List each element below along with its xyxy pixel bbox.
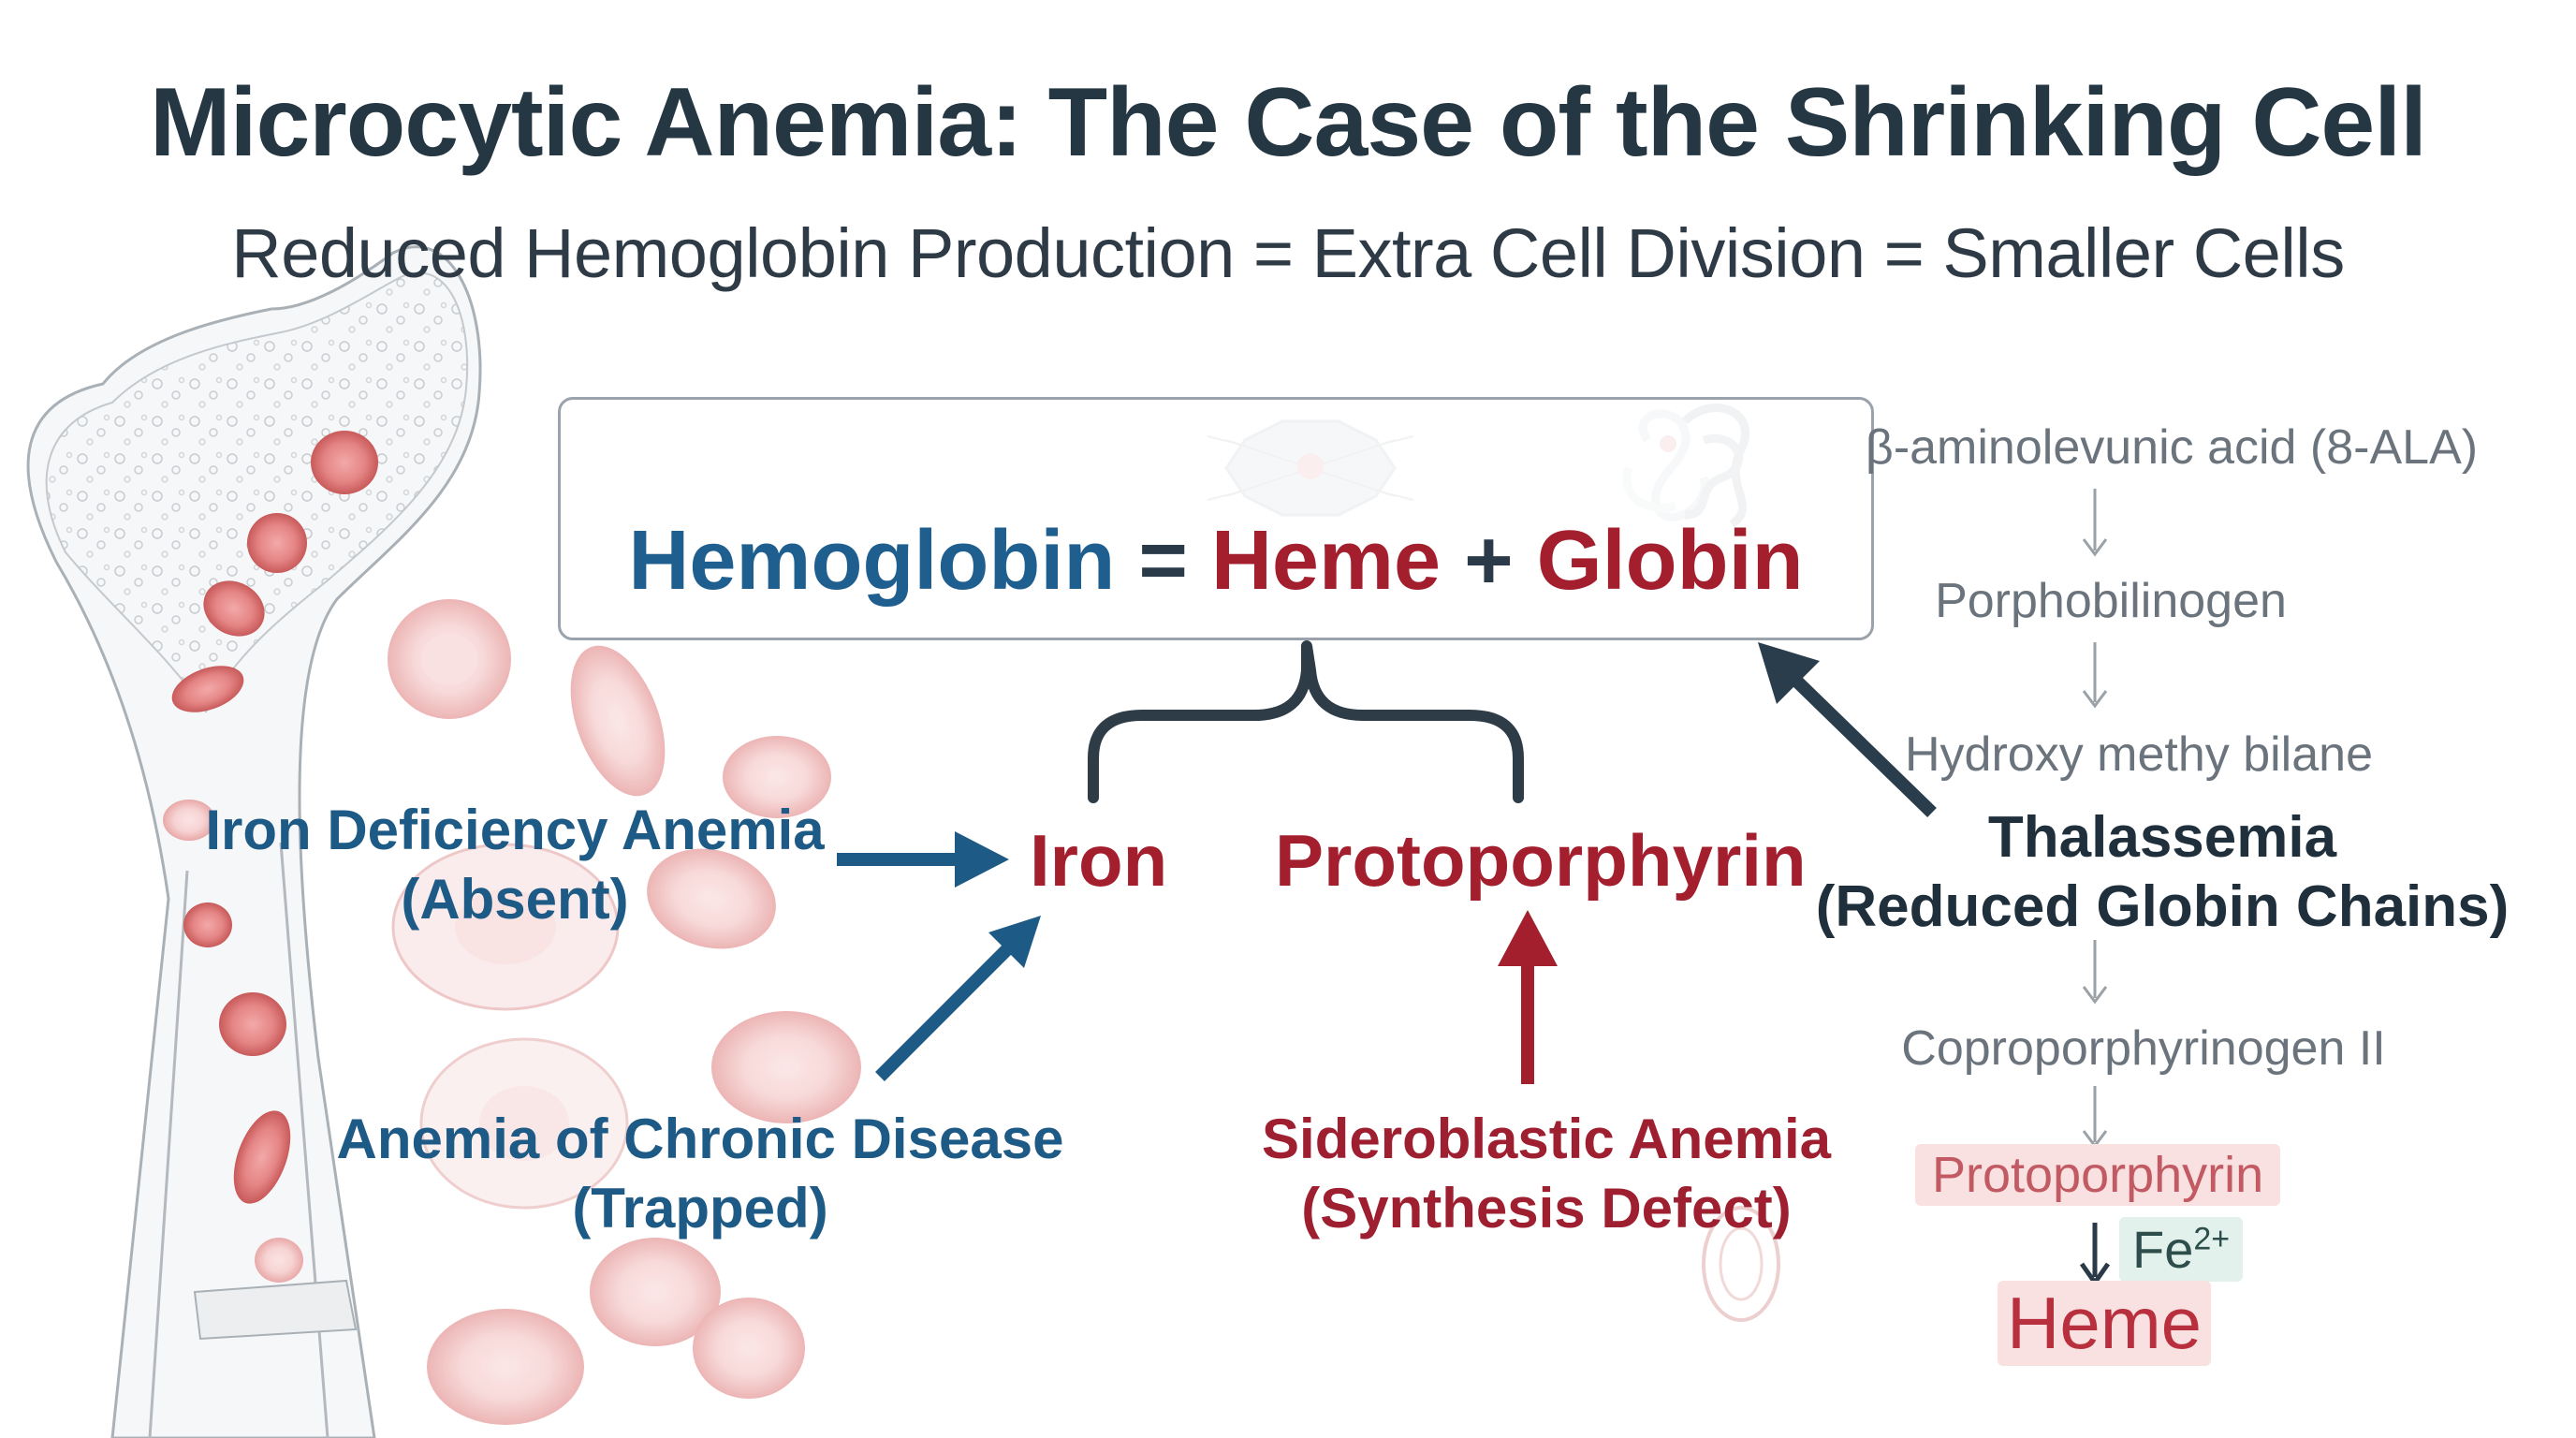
pathway-step-porphobilinogen: Porphobilinogen — [1935, 574, 2287, 628]
anemia-chronic-disease-note: (Trapped) — [572, 1177, 828, 1240]
sideroblastic-anemia-label: Sideroblastic Anemia (Synthesis Defect) — [1237, 1105, 1855, 1243]
page-title: Microcytic Anemia: The Case of the Shrin… — [149, 68, 2427, 177]
sideroblastic-anemia-name: Sideroblastic Anemia — [1262, 1108, 1831, 1170]
hemoglobin-equation: Hemoglobin = Heme + Globin — [558, 513, 1874, 609]
hemoglobin-label: Hemoglobin — [628, 514, 1116, 608]
red-blood-cells — [388, 599, 1780, 1425]
arrow-thalassemia-to-globin — [1758, 642, 1937, 818]
iron-label: Iron — [1030, 819, 1168, 902]
pathway-step-ala: β-aminolevunic acid (8-ALA) — [1865, 420, 2479, 475]
heme-brace — [1088, 640, 1524, 803]
iron-cofactor-badge: Fe2+ — [2119, 1217, 2244, 1282]
plus-sign: + — [1464, 514, 1514, 608]
pathway-step-hydroxymethylbilane: Hydroxy methy bilane — [1905, 727, 2373, 782]
iron-cofactor-charge: 2+ — [2193, 1221, 2231, 1257]
page-subtitle: Reduced Hemoglobin Production = Extra Ce… — [231, 214, 2345, 292]
iron-deficiency-anemia-name: Iron Deficiency Anemia — [205, 799, 825, 861]
pathway-step-coproporphyrinogen: Coproporphyrinogen II — [1901, 1021, 2386, 1076]
sideroblastic-anemia-note: (Synthesis Defect) — [1301, 1177, 1792, 1240]
anemia-chronic-disease-label: Anemia of Chronic Disease (Trapped) — [326, 1105, 1075, 1243]
pathway-step-protoporphyrin: Protoporphyrin — [1915, 1144, 2281, 1206]
arrow-sideroblastic-to-protoporphyrin — [1498, 910, 1558, 1084]
iron-cofactor-symbol: Fe — [2132, 1220, 2194, 1279]
arrow-ida-to-iron — [837, 831, 1009, 888]
anemia-chronic-disease-name: Anemia of Chronic Disease — [336, 1108, 1064, 1170]
equals-sign: = — [1138, 514, 1188, 608]
bone-illustration — [26, 245, 482, 1438]
protoporphyrin-label: Protoporphyrin — [1275, 819, 1807, 902]
arrow-acd-to-iron — [875, 916, 1041, 1081]
hemoglobin-equation-box — [558, 397, 1874, 640]
globin-label: Globin — [1536, 514, 1804, 608]
protoporphyrin-to-heme-arrow — [2079, 1223, 2111, 1287]
iron-deficiency-anemia-label: Iron Deficiency Anemia (Absent) — [178, 796, 852, 934]
pathway-product-heme: Heme — [1998, 1281, 2212, 1366]
thalassemia-name: Thalassemia — [1987, 805, 2337, 870]
heme-label: Heme — [1210, 514, 1442, 608]
thalassemia-note: (Reduced Globin Chains) — [1815, 874, 2510, 939]
thalassemia-label: Thalassemia (Reduced Globin Chains) — [1807, 803, 2518, 942]
iron-deficiency-anemia-note: (Absent) — [401, 868, 629, 931]
